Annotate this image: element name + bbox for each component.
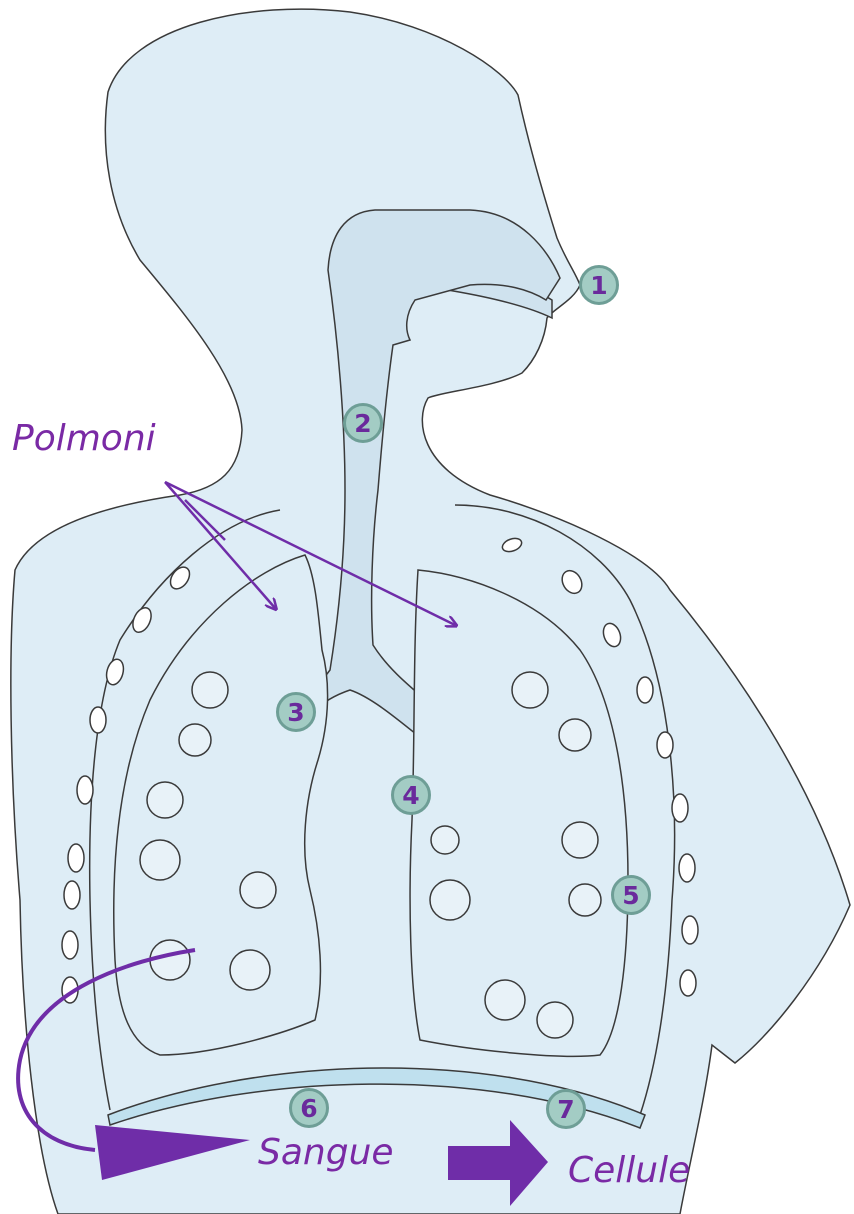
marker-7-cells: 7 [546, 1089, 586, 1129]
label-sangue: Sangue [258, 1132, 394, 1173]
marker-3-bronchus: 3 [276, 692, 316, 732]
marker-5-alveoli: 5 [611, 875, 651, 915]
label-cellule: Cellule [568, 1150, 690, 1191]
marker-2-trachea: 2 [343, 403, 383, 443]
marker-4-bronchiole: 4 [391, 775, 431, 815]
marker-1-nose: 1 [579, 265, 619, 305]
marker-6-blood: 6 [289, 1088, 329, 1128]
label-polmoni: Polmoni [12, 418, 156, 459]
